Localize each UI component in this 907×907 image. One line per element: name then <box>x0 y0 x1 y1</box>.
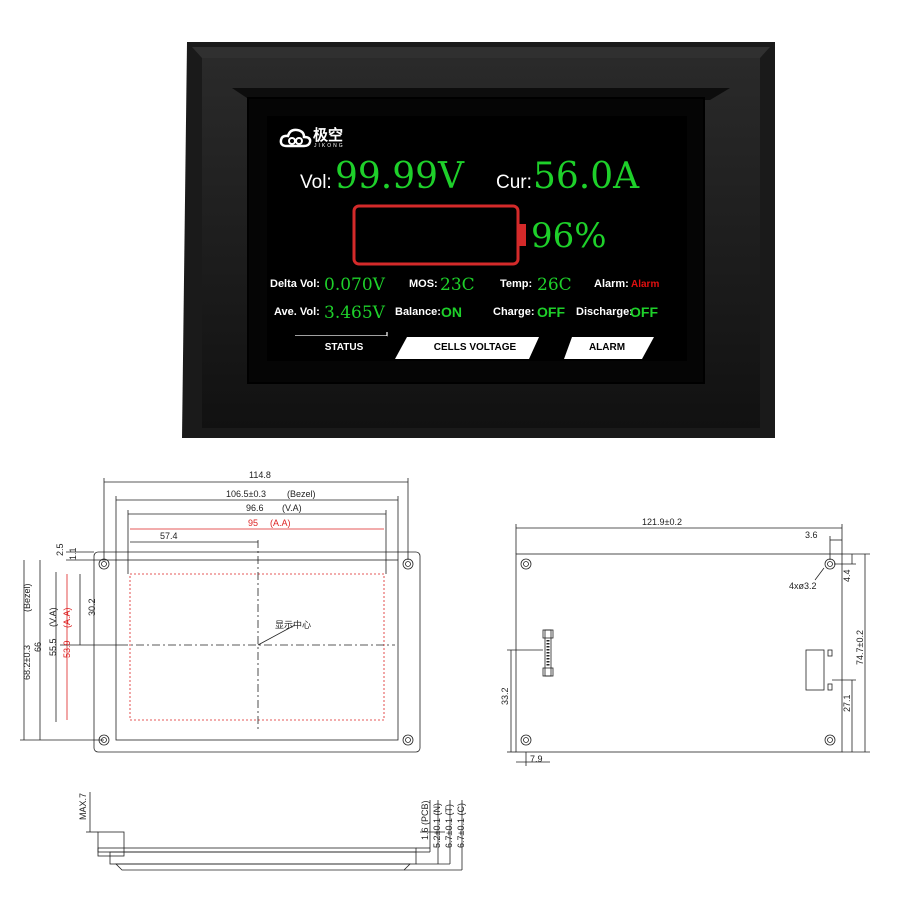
technical-drawings: 114.8 106.5±0.3 (Bezel) 96.6 (V.A) 95 (A… <box>20 470 870 871</box>
dim-n: 5.2±0.1 (N) <box>432 803 442 848</box>
logo-text: 极空 <box>313 127 344 144</box>
lcd-screen: 极空 JIKONG Vol: 99.99V Cur: 56.0A 96% Del… <box>267 116 687 361</box>
dim-aa-height: 53.9 <box>62 640 72 658</box>
side-view <box>86 792 463 871</box>
dim-bezel-height-tag: (Bezel) <box>22 583 32 612</box>
charge-label: Charge: <box>493 306 535 318</box>
dim-hole-y: 4.4 <box>842 569 852 582</box>
back-view <box>507 524 870 766</box>
cloud-logo-icon <box>279 128 312 148</box>
dim-center-y: 30.2 <box>87 598 97 616</box>
tab-bar <box>277 332 654 360</box>
dim-back-height: 74.7±0.2 <box>855 630 865 665</box>
dim-max-height: MAX.7 <box>78 793 88 820</box>
alarm-value: Alarm <box>631 279 660 290</box>
delta-vol-value: 0.070V <box>324 275 385 295</box>
dim-va-tag: (V.A) <box>282 503 302 513</box>
temp-value: 26C <box>537 275 572 295</box>
battery-percent: 96% <box>531 216 607 256</box>
dim-aa-height-tag: (A.A) <box>62 607 72 628</box>
side-view-labels: MAX.7 1.6 (PCB) 5.2±0.1 (N) 6.7±0.1 (T) … <box>78 793 466 848</box>
tab-cells-voltage[interactable]: CELLS VOLTAGE <box>433 341 517 353</box>
dim-conn-y: 33.2 <box>500 687 510 705</box>
dim-bezel-tag: (Bezel) <box>287 489 316 499</box>
dim-bezel-width: 106.5±0.3 <box>226 489 266 499</box>
balance-value: ON <box>441 304 462 320</box>
center-label: 显示中心 <box>275 619 311 630</box>
tab-status[interactable]: STATUS <box>324 341 364 353</box>
dim-overall-width: 114.8 <box>249 470 271 480</box>
mos-value: 23C <box>440 275 475 295</box>
ave-vol-value: 3.465V <box>324 303 385 323</box>
front-view <box>20 478 421 753</box>
dim-pcb: 1.6 (PCB) <box>420 800 430 840</box>
ave-vol-label: Ave. Vol: <box>274 306 320 318</box>
charge-value: OFF <box>537 304 565 320</box>
mos-label: MOS: <box>409 278 438 290</box>
dim-holes: 4xø3.2 <box>789 581 817 591</box>
voltage-value: 99.99V <box>335 156 465 197</box>
dim-bezel-height: 68.2±0.3 <box>22 645 32 680</box>
dim-overall-height: 66 <box>33 642 43 652</box>
dim-center-x: 57.4 <box>160 531 178 541</box>
voltage-label: Vol: <box>300 172 332 193</box>
dim-c: 6.7±0.1 (C) <box>456 803 466 848</box>
product-photo: 极空 JIKONG Vol: 99.99V Cur: 56.0A 96% Del… <box>182 42 775 438</box>
dim-va-width: 96.6 <box>246 503 264 513</box>
discharge-label: Discharge: <box>576 306 633 318</box>
dim-top-offset: 2.5 <box>55 543 65 556</box>
battery-icon <box>352 204 526 266</box>
dim-back-width: 121.9±0.2 <box>642 517 682 527</box>
tab-alarm[interactable]: ALARM <box>588 341 626 353</box>
dim-aa-width: 95 <box>248 518 258 528</box>
dim-top-offset2: 1.1 <box>68 547 78 560</box>
discharge-value: OFF <box>630 304 658 320</box>
dim-t: 6.7±0.1 (T) <box>444 804 454 848</box>
dim-hole-offset: 3.6 <box>805 530 818 540</box>
current-label: Cur: <box>496 172 532 193</box>
front-view-labels: 114.8 106.5±0.3 (Bezel) 96.6 (V.A) 95 (A… <box>22 470 316 680</box>
dim-va-height-tag: (V.A) <box>48 607 58 627</box>
dim-va-height: 55.5 <box>48 638 58 656</box>
balance-label: Balance: <box>395 306 441 318</box>
dim-conn-x: 7.9 <box>530 754 543 764</box>
current-value: 56.0A <box>533 156 640 197</box>
alarm-label: Alarm: <box>594 278 629 290</box>
dim-side-y: 27.1 <box>842 694 852 712</box>
logo-subtext: JIKONG <box>314 143 345 149</box>
temp-label: Temp: <box>500 278 533 290</box>
delta-vol-label: Delta Vol: <box>270 278 320 290</box>
dim-aa-tag: (A.A) <box>270 518 291 528</box>
back-view-labels: 121.9±0.2 3.6 4xø3.2 4.4 74.7±0.2 33.2 7… <box>500 517 865 764</box>
